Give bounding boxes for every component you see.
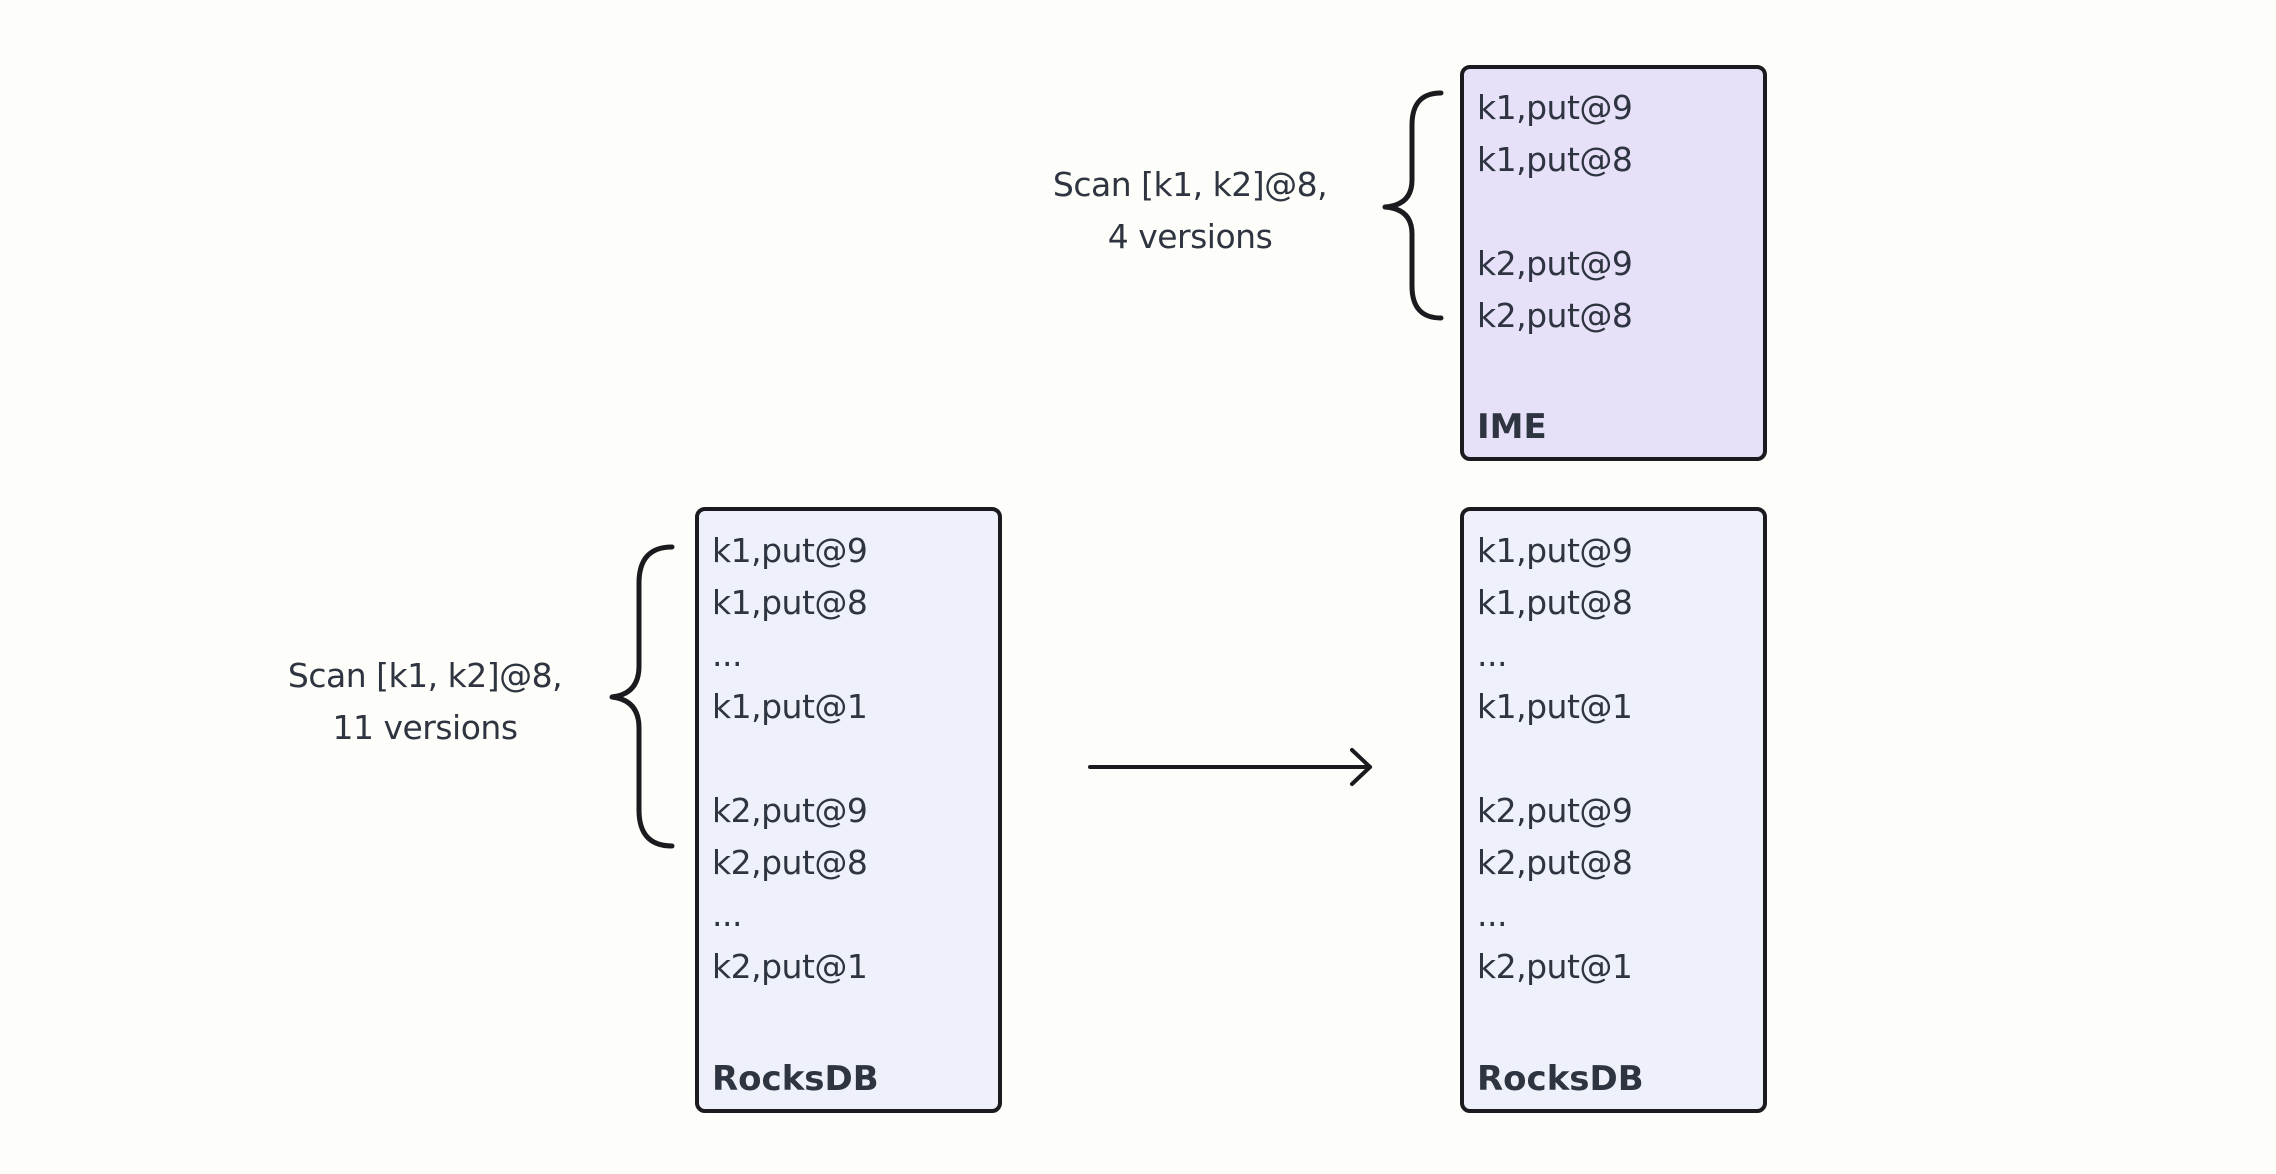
rocksdb-right-title: RocksDB — [1477, 1059, 1644, 1099]
rocksdb-right-entry: k2,put@8 — [1477, 843, 1633, 882]
ime-box: k1,put@9 k1,put@8 k2,put@9 k2,put@8 IME — [1460, 65, 1767, 461]
ime-scan-label: Scan [k1, k2]@8, 4 versions — [1040, 159, 1340, 263]
rocksdb-scan-label: Scan [k1, k2]@8, 11 versions — [275, 650, 575, 754]
ime-scan-label-line2: 4 versions — [1107, 217, 1273, 256]
ime-box-title: IME — [1477, 407, 1547, 447]
transition-arrow-head — [1350, 748, 1372, 786]
ime-scan-brace — [1382, 90, 1444, 321]
rocksdb-scan-label-line2: 11 versions — [332, 708, 518, 747]
rocksdb-left-entry: k1,put@9 — [712, 531, 868, 570]
ime-entry: k1,put@9 — [1477, 88, 1633, 127]
rocksdb-left-entry: ... — [712, 895, 742, 934]
ime-entry: k1,put@8 — [1477, 140, 1633, 179]
rocksdb-box-left: k1,put@9 k1,put@8 ... k1,put@1 k2,put@9 … — [695, 507, 1002, 1113]
rocksdb-left-entry: k1,put@1 — [712, 687, 868, 726]
rocksdb-right-entry: ... — [1477, 635, 1507, 674]
ime-entry: k2,put@9 — [1477, 244, 1633, 283]
rocksdb-left-title: RocksDB — [712, 1059, 879, 1099]
rocksdb-left-entry: k2,put@8 — [712, 843, 868, 882]
rocksdb-right-entry: k2,put@9 — [1477, 791, 1633, 830]
rocksdb-left-entry: k2,put@1 — [712, 947, 868, 986]
ime-scan-label-line1: Scan [k1, k2]@8, — [1052, 165, 1328, 204]
rocksdb-right-entry: k1,put@8 — [1477, 583, 1633, 622]
rocksdb-left-entry: ... — [712, 635, 742, 674]
rocksdb-right-entry: k2,put@1 — [1477, 947, 1633, 986]
rocksdb-left-entry: k1,put@8 — [712, 583, 868, 622]
rocksdb-box-right: k1,put@9 k1,put@8 ... k1,put@1 k2,put@9 … — [1460, 507, 1767, 1113]
rocksdb-right-entry: k1,put@1 — [1477, 687, 1633, 726]
rocksdb-right-entry: k1,put@9 — [1477, 531, 1633, 570]
rocksdb-scan-brace — [609, 544, 675, 849]
rocksdb-left-entry: k2,put@9 — [712, 791, 868, 830]
rocksdb-scan-label-line1: Scan [k1, k2]@8, — [287, 656, 563, 695]
rocksdb-right-entry: ... — [1477, 895, 1507, 934]
ime-entry: k2,put@8 — [1477, 296, 1633, 335]
